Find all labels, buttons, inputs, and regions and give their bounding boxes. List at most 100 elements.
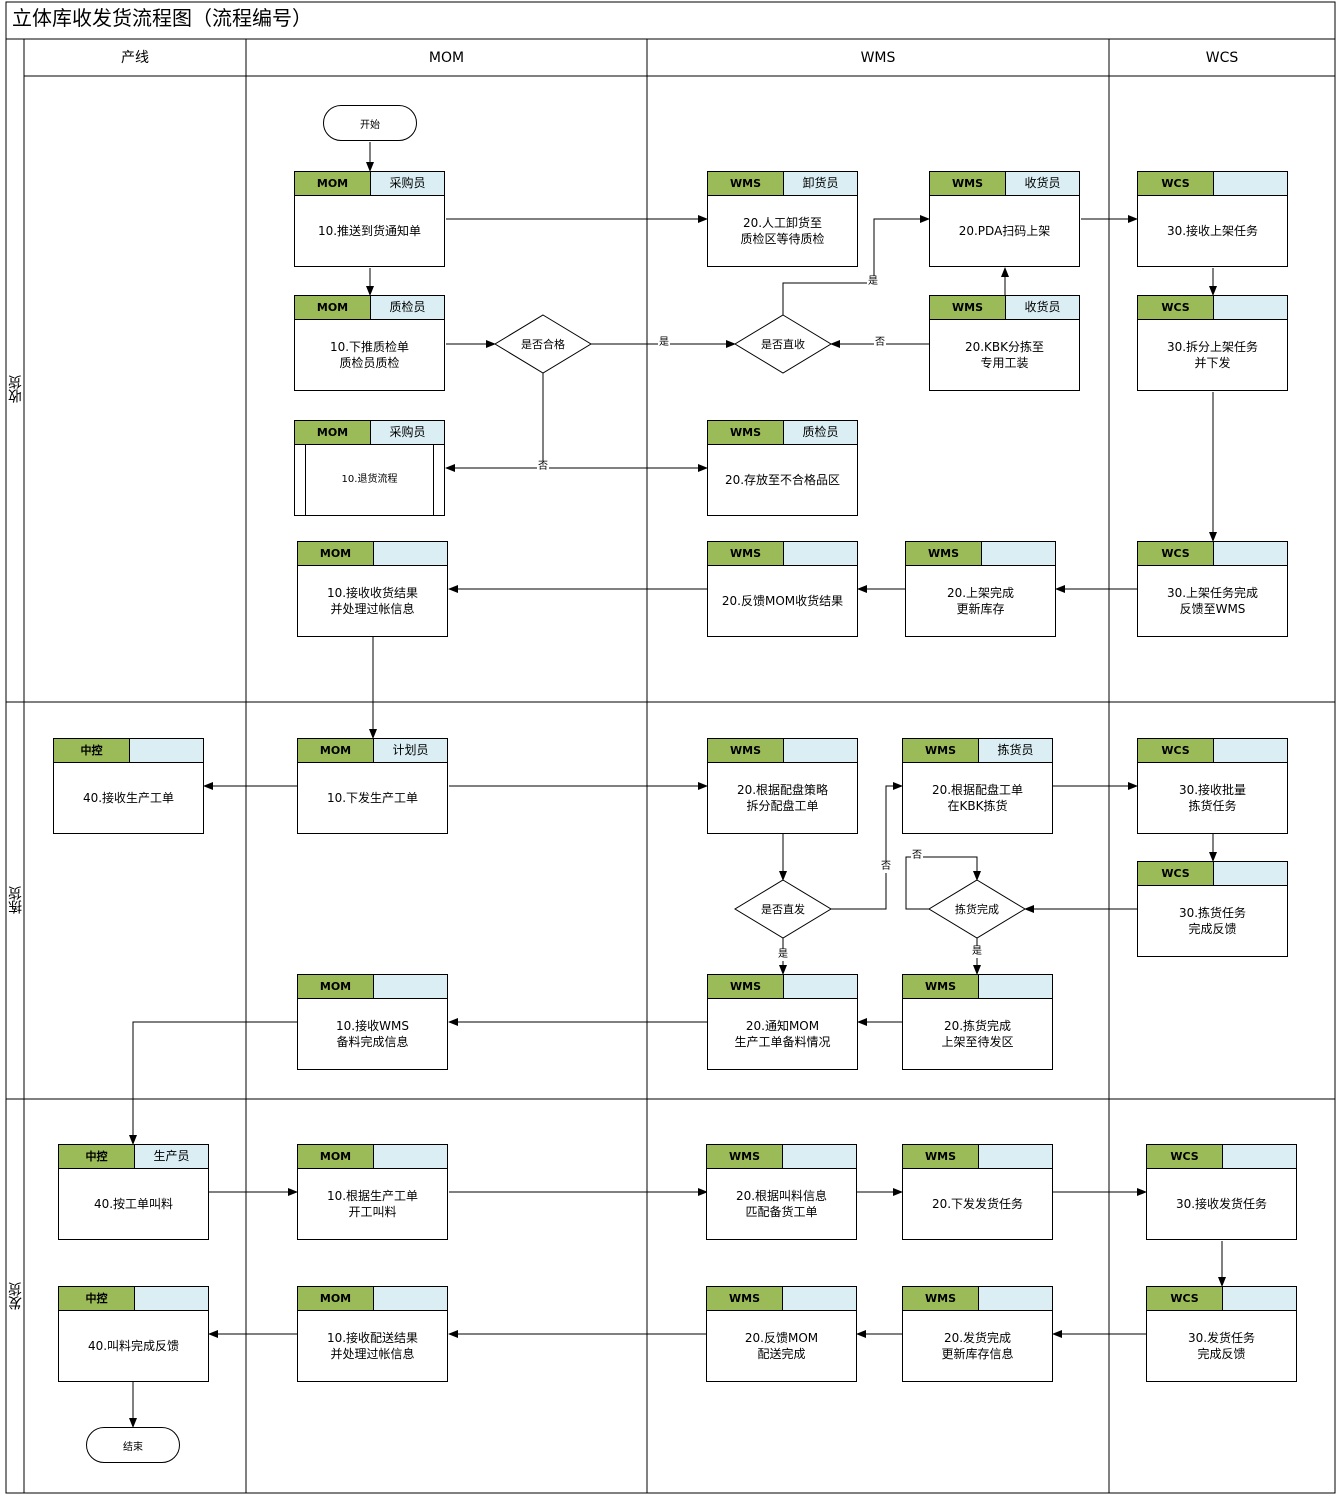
decision-qualified-label: 是否合格 xyxy=(521,338,565,351)
start-terminal: 开始 xyxy=(323,105,417,141)
role-label xyxy=(784,542,857,566)
role-label xyxy=(784,975,857,999)
system-tag: MOM xyxy=(298,542,374,566)
edge-label-no: 否 xyxy=(537,461,549,473)
decision-picking-done-label: 拣货完成 xyxy=(955,903,999,916)
step-text: 20.发货完成 更新库存信息 xyxy=(941,1331,1014,1361)
role-label xyxy=(374,542,447,566)
system-tag: WCS xyxy=(1138,172,1214,196)
step-text: 20.通知MOM 生产工单备料情况 xyxy=(734,1019,831,1049)
edge-label-yes: 是 xyxy=(867,276,879,288)
system-tag: WMS xyxy=(930,172,1006,196)
role-label: 质检员 xyxy=(784,421,857,445)
system-tag: MOM xyxy=(298,1287,374,1311)
role-label xyxy=(979,1287,1052,1311)
step-text: 10.接收配送结果 并处理过帐信息 xyxy=(326,1331,419,1361)
decision-direct-receive xyxy=(734,314,832,374)
step-text: 20.存放至不合格品区 xyxy=(724,473,841,487)
role-label xyxy=(979,975,1052,999)
system-tag: WCS xyxy=(1138,296,1214,320)
system-tag: WMS xyxy=(708,975,784,999)
role-label xyxy=(374,1145,447,1169)
role-label: 采购员 xyxy=(371,172,444,196)
step-text: 20.反馈MOM 配送完成 xyxy=(744,1331,819,1361)
role-label: 卸货员 xyxy=(784,172,857,196)
system-tag: WMS xyxy=(708,172,784,196)
system-tag: WMS xyxy=(707,1145,783,1169)
step-box: WMS 20.反馈MOM收货结果 xyxy=(707,541,858,637)
step-box: 中控 40.接收生产工单 xyxy=(53,738,204,834)
role-label xyxy=(784,739,857,763)
role-label xyxy=(374,1287,447,1311)
step-box: WCS 30.拆分上架任务 并下发 xyxy=(1137,295,1288,391)
step-text: 20.PDA扫码上架 xyxy=(958,224,1051,238)
step-text: 30.拆分上架任务 并下发 xyxy=(1166,340,1259,370)
role-label xyxy=(783,1145,856,1169)
step-text: 10.下推质检单 质检员质检 xyxy=(329,340,410,370)
system-tag: WMS xyxy=(708,542,784,566)
decision-direct-receive-label: 是否直收 xyxy=(761,338,805,351)
step-text: 40.接收生产工单 xyxy=(82,791,175,805)
step-text: 20.人工卸货至 质检区等待质检 xyxy=(740,216,825,246)
step-text: 10.接收收货结果 并处理过帐信息 xyxy=(326,586,419,616)
end-terminal: 结束 xyxy=(86,1427,180,1463)
system-tag: WMS xyxy=(930,296,1006,320)
edge-label-yes: 是 xyxy=(971,946,983,958)
step-text: 20.下发发货任务 xyxy=(931,1197,1024,1211)
system-tag: MOM xyxy=(298,1145,374,1169)
edge-label-no: 否 xyxy=(874,337,886,349)
step-text: 20.反馈MOM收货结果 xyxy=(721,594,844,608)
system-tag: WMS xyxy=(903,1145,979,1169)
step-text: 10.接收WMS 备料完成信息 xyxy=(336,1019,409,1049)
role-label: 质检员 xyxy=(371,296,444,320)
edge-label-no: 否 xyxy=(911,850,923,862)
system-tag: WCS xyxy=(1138,862,1214,886)
step-box: MOM 10.接收WMS 备料完成信息 xyxy=(297,974,448,1070)
lane-header-wms: WMS xyxy=(860,50,896,66)
system-tag: WCS xyxy=(1147,1145,1223,1169)
role-label xyxy=(1214,739,1287,763)
role-label xyxy=(982,542,1055,566)
system-tag: MOM xyxy=(298,739,374,763)
row-header-receive: 收货 xyxy=(8,375,24,403)
row-header-pick: 拣货 xyxy=(8,886,24,915)
role-label: 采购员 xyxy=(371,421,444,445)
role-label xyxy=(1214,172,1287,196)
step-text: 20.根据配盘工单 在KBK拣货 xyxy=(931,783,1024,813)
system-tag: WMS xyxy=(906,542,982,566)
role-label: 收货员 xyxy=(1006,172,1079,196)
system-tag: 中控 xyxy=(59,1287,135,1311)
step-text: 10.下发生产工单 xyxy=(326,791,419,805)
system-tag: MOM xyxy=(298,975,374,999)
system-tag: WCS xyxy=(1138,739,1214,763)
step-text: 40.按工单叫料 xyxy=(93,1197,174,1211)
role-label xyxy=(1214,862,1287,886)
role-label: 计划员 xyxy=(374,739,447,763)
row-header-ship: 发货 xyxy=(8,1282,24,1310)
system-tag: 中控 xyxy=(54,739,130,763)
step-text: 20.根据叫料信息 匹配备货工单 xyxy=(735,1189,828,1219)
edge-label-yes: 是 xyxy=(658,337,670,349)
system-tag: WMS xyxy=(708,739,784,763)
role-label: 收货员 xyxy=(1006,296,1079,320)
role-label xyxy=(1223,1145,1296,1169)
role-label xyxy=(374,975,447,999)
step-text: 20.KBK分拣至 专用工装 xyxy=(964,340,1045,370)
role-label xyxy=(130,739,203,763)
system-tag: MOM xyxy=(295,421,371,445)
edge-label-yes: 是 xyxy=(777,949,789,961)
step-text: 30.上架任务完成 反馈至WMS xyxy=(1166,586,1259,616)
system-tag: WMS xyxy=(708,421,784,445)
